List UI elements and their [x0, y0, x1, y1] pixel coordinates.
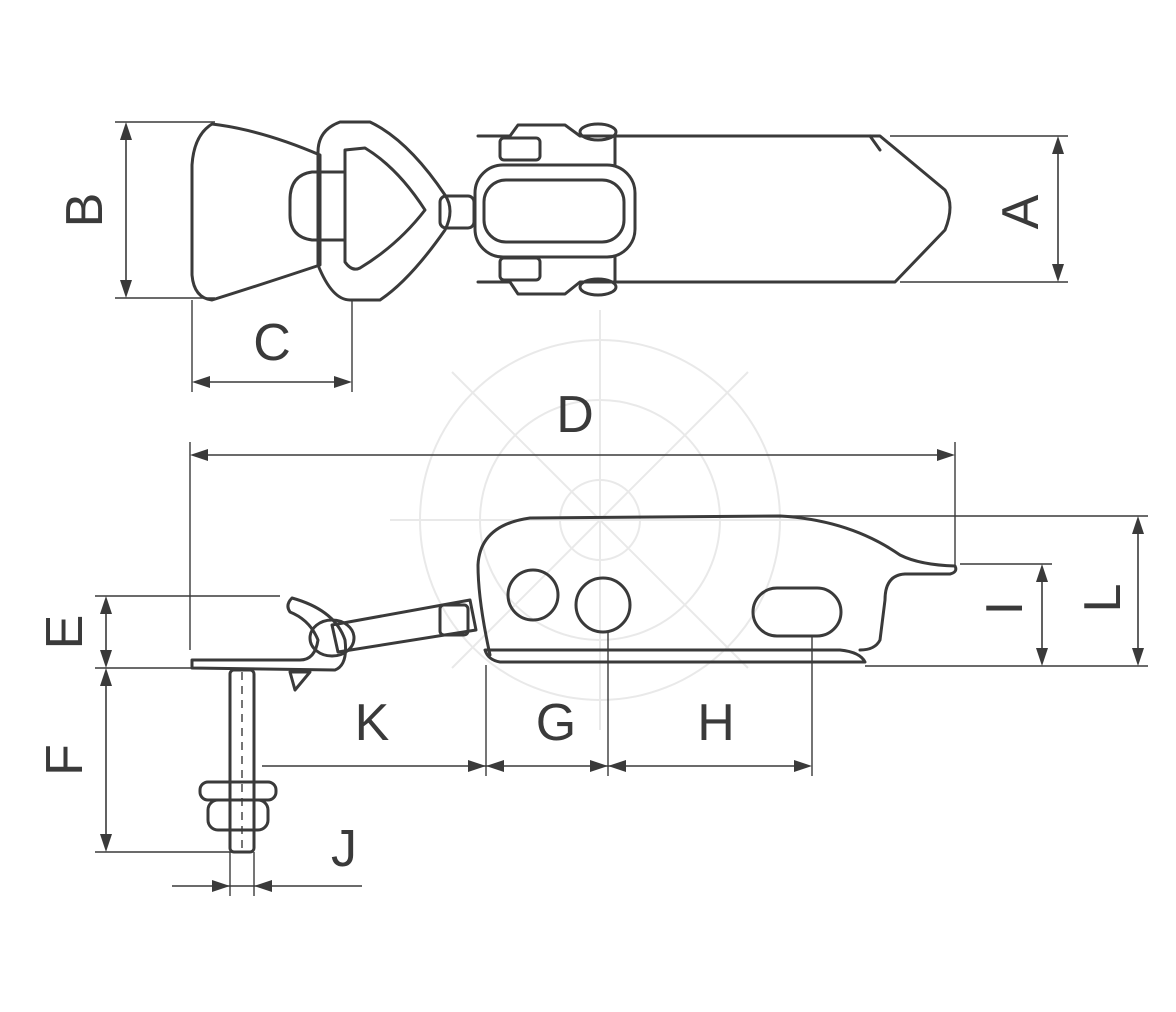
lever-hole-2 [574, 576, 632, 634]
watermark-wheel [390, 310, 810, 730]
bolt-washer [198, 780, 278, 802]
dimension-c: C [191, 300, 353, 392]
loop-inner [343, 146, 427, 271]
lever-side [476, 514, 958, 657]
link-rod [330, 598, 478, 654]
label-d: D [556, 386, 594, 444]
hinge-body [473, 163, 637, 259]
label-e: E [36, 615, 94, 650]
dimension-i: I [960, 563, 1052, 666]
label-j: J [331, 820, 357, 878]
label-a: A [992, 194, 1050, 229]
label-l: L [1074, 584, 1132, 613]
dimension-f: F [36, 668, 232, 853]
keeper-hook-side [190, 596, 347, 672]
top-view [190, 120, 952, 302]
label-f: F [36, 744, 94, 776]
dimension-d: D [189, 386, 956, 650]
hinge-ear-bottom [476, 255, 617, 296]
hinge-knuckle-bottom [578, 277, 618, 297]
lever-bar-edge [868, 134, 882, 152]
label-h: H [697, 694, 735, 752]
dimension-kgh: K G H [262, 632, 813, 776]
dimension-b: B [56, 121, 215, 299]
hinge-pin-top [498, 136, 542, 162]
dimension-l: L [780, 515, 1148, 667]
keeper-tab [288, 670, 312, 692]
hinge-knuckle-top [578, 122, 618, 142]
label-g: G [536, 694, 576, 752]
keeper-plate [190, 122, 322, 302]
lever-hole-1 [506, 568, 560, 622]
lever-slot [751, 586, 843, 638]
base-plate [483, 648, 867, 664]
side-view [190, 514, 958, 854]
label-b: B [56, 193, 114, 228]
dimension-a: A [890, 135, 1068, 283]
loop-bolt [438, 194, 476, 230]
bolt-shank [228, 668, 256, 854]
rod-collar [438, 603, 470, 637]
lever-bar [613, 134, 952, 284]
dimension-j: J [172, 820, 362, 896]
label-k: K [355, 694, 390, 752]
label-i: I [976, 601, 1034, 615]
hinge-pin-bottom [498, 256, 542, 282]
hinge-core [482, 178, 626, 244]
dimension-e: E [36, 595, 280, 669]
bolt-nut [206, 798, 270, 832]
loop-outer [316, 120, 452, 302]
label-c: C [253, 314, 291, 372]
